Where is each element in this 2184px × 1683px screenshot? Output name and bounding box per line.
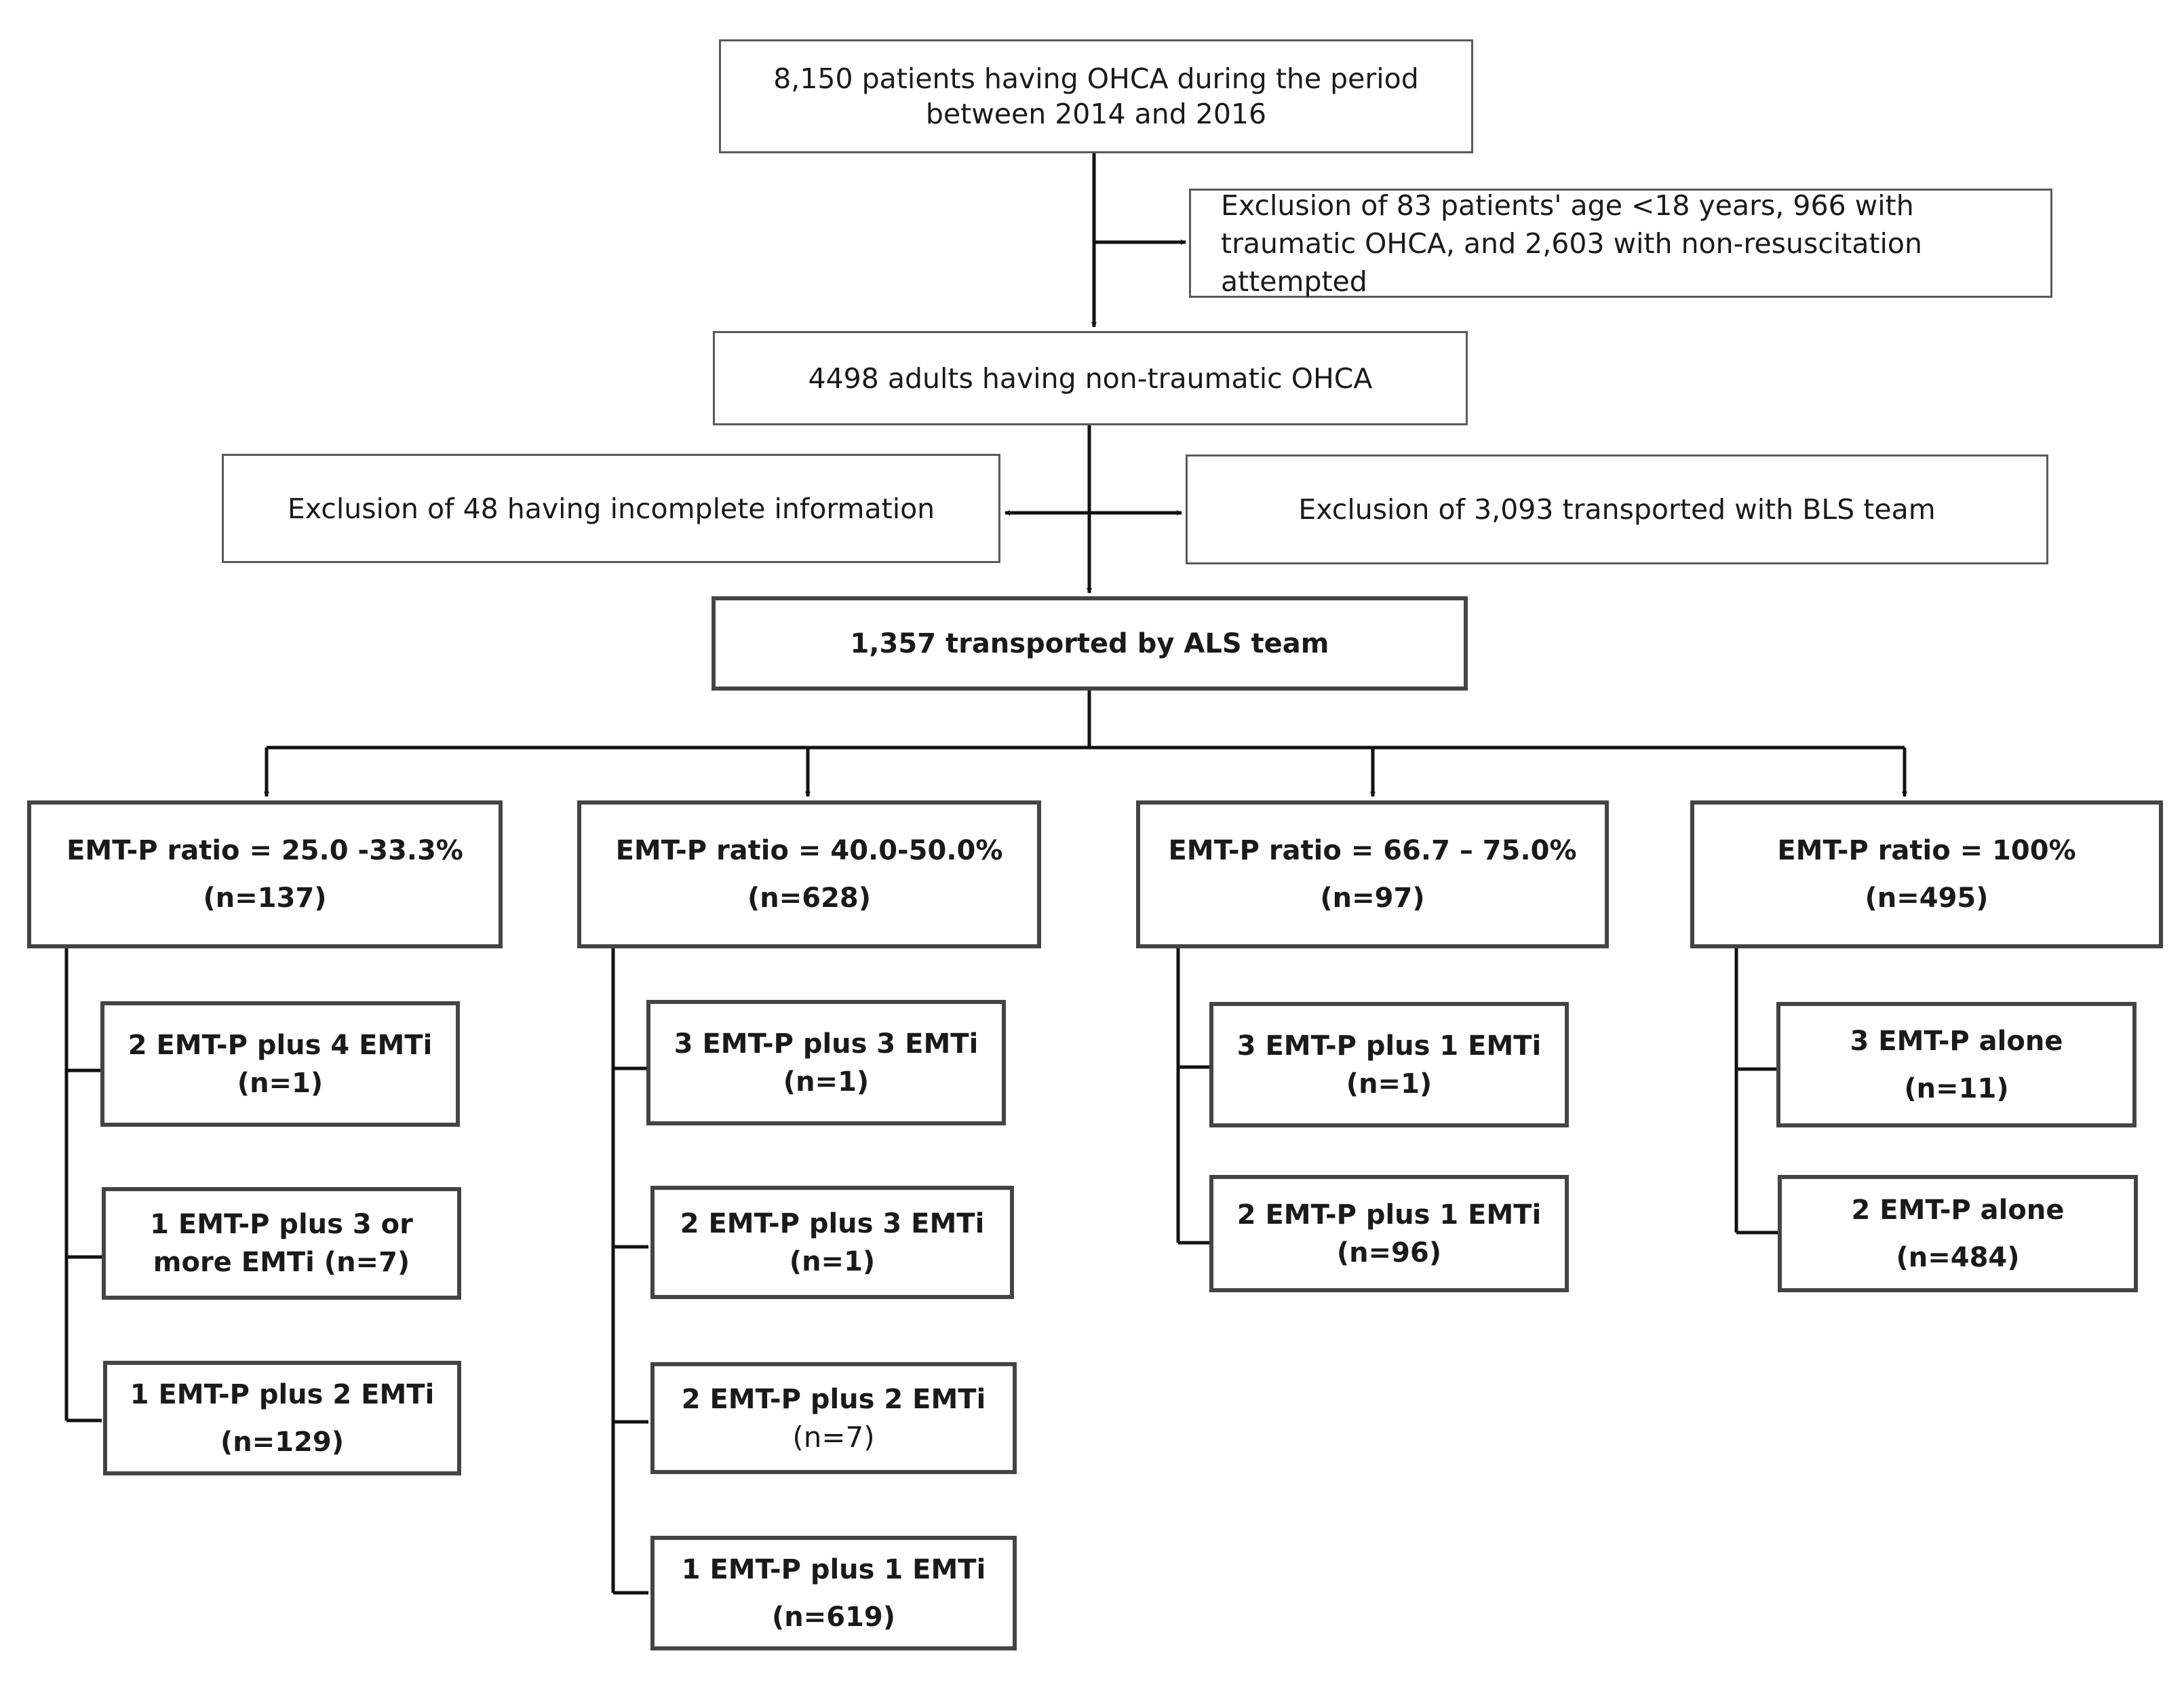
subgroup-count: (n=11) bbox=[1904, 1072, 2009, 1104]
group-ratio-label: EMT-P ratio = 66.7 – 75.0% bbox=[1168, 835, 1577, 866]
group-box-25-33: EMT-P ratio = 25.0 -33.3% (n=137) bbox=[27, 800, 503, 948]
subgroup-box: 3 EMT-P plus 3 EMTi (n=1) bbox=[646, 1000, 1006, 1125]
subgroup-count: (n=96) bbox=[1336, 1237, 1442, 1269]
subgroup-count: (n=1) bbox=[1346, 1068, 1432, 1100]
subgroup-count: (n=484) bbox=[1896, 1241, 2020, 1273]
exclusion-age-trauma-box: Exclusion of 83 patients' age <18 years,… bbox=[1189, 189, 2052, 298]
subgroup-box: 2 EMT-P plus 4 EMTi (n=1) bbox=[100, 1001, 460, 1127]
subgroup-label: 2 EMT-P alone bbox=[1851, 1194, 2065, 1226]
subgroup-count: (n=129) bbox=[220, 1426, 345, 1458]
group-box-66-75: EMT-P ratio = 66.7 – 75.0% (n=97) bbox=[1136, 800, 1609, 948]
group-ratio-label: EMT-P ratio = 100% bbox=[1777, 835, 2076, 866]
exclusion-incomplete-text: Exclusion of 48 having incomplete inform… bbox=[287, 492, 935, 525]
subgroup-count: (n=619) bbox=[771, 1601, 896, 1633]
subgroup-label: 3 EMT-P plus 1 EMTi bbox=[1236, 1030, 1542, 1062]
subgroup-box: 1 EMT-P plus 1 EMTi (n=619) bbox=[650, 1536, 1017, 1650]
als-box: 1,357 transported by ALS team bbox=[711, 596, 1468, 691]
subgroup-label: 1 EMT-P plus 3 or more EMTi (n=7) bbox=[150, 1209, 413, 1278]
subgroup-label: 2 EMT-P plus 2 EMTi bbox=[681, 1383, 986, 1415]
group-count-label: (n=628) bbox=[747, 883, 872, 914]
subgroup-count: (n=1) bbox=[783, 1066, 870, 1098]
total-patients-box: 8,150 patients having OHCA during the pe… bbox=[719, 39, 1473, 153]
group-ratio-label: EMT-P ratio = 25.0 -33.3% bbox=[66, 835, 463, 866]
subgroup-label: 2 EMT-P plus 1 EMTi bbox=[1236, 1199, 1542, 1231]
subgroup-count: (n=1) bbox=[237, 1067, 324, 1099]
subgroup-label: 1 EMT-P plus 2 EMTi bbox=[130, 1378, 435, 1410]
subgroup-count: (n=1) bbox=[789, 1245, 876, 1277]
adults-text: 4498 adults having non-traumatic OHCA bbox=[808, 362, 1373, 395]
subgroup-box: 2 EMT-P plus 3 EMTi (n=1) bbox=[650, 1186, 1014, 1299]
exclusion-incomplete-box: Exclusion of 48 having incomplete inform… bbox=[222, 454, 1000, 563]
exclusion-bls-box: Exclusion of 3,093 transported with BLS … bbox=[1186, 454, 2048, 564]
group-count-label: (n=495) bbox=[1865, 883, 1989, 914]
subgroup-box: 3 EMT-P alone (n=11) bbox=[1776, 1002, 2137, 1127]
subgroup-box: 1 EMT-P plus 2 EMTi (n=129) bbox=[103, 1361, 461, 1475]
subgroup-label: 2 EMT-P plus 3 EMTi bbox=[680, 1207, 985, 1239]
group-count-label: (n=137) bbox=[203, 883, 327, 914]
adults-box: 4498 adults having non-traumatic OHCA bbox=[713, 331, 1468, 425]
group-box-40-50: EMT-P ratio = 40.0-50.0% (n=628) bbox=[577, 800, 1041, 948]
exclusion-age-trauma-text: Exclusion of 83 patients' age <18 years,… bbox=[1221, 189, 1922, 298]
total-patients-text: 8,150 patients having OHCA during the pe… bbox=[773, 62, 1419, 130]
exclusion-bls-text: Exclusion of 3,093 transported with BLS … bbox=[1298, 493, 1936, 526]
group-box-100: EMT-P ratio = 100% (n=495) bbox=[1690, 800, 2163, 948]
subgroup-box: 1 EMT-P plus 3 or more EMTi (n=7) bbox=[102, 1187, 461, 1300]
group-count-label: (n=97) bbox=[1320, 883, 1425, 914]
als-text: 1,357 transported by ALS team bbox=[850, 627, 1329, 659]
subgroup-label: 1 EMT-P plus 1 EMTi bbox=[681, 1553, 986, 1585]
subgroup-box: 3 EMT-P plus 1 EMTi (n=1) bbox=[1209, 1002, 1569, 1127]
subgroup-label: 3 EMT-P plus 3 EMTi bbox=[674, 1028, 979, 1060]
subgroup-label: 2 EMT-P plus 4 EMTi bbox=[128, 1029, 433, 1061]
group-ratio-label: EMT-P ratio = 40.0-50.0% bbox=[615, 835, 1003, 866]
subgroup-count: (n=7) bbox=[792, 1420, 875, 1454]
subgroup-box: 2 EMT-P plus 1 EMTi (n=96) bbox=[1209, 1175, 1569, 1292]
subgroup-label: 3 EMT-P alone bbox=[1850, 1025, 2063, 1057]
subgroup-box: 2 EMT-P plus 2 EMTi (n=7) bbox=[650, 1362, 1017, 1474]
subgroup-box: 2 EMT-P alone (n=484) bbox=[1778, 1175, 2138, 1292]
